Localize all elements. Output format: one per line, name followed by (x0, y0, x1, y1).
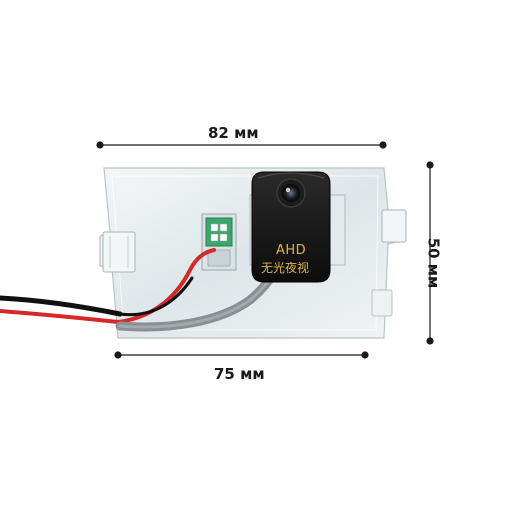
bottom-dimension-line (114, 351, 369, 359)
top-width-label: 82 мм (208, 124, 259, 142)
right-dimension-line (426, 161, 434, 345)
camera-body (251, 171, 331, 283)
height-label: 50 мм (424, 237, 443, 289)
camera-lens (276, 178, 306, 208)
led-board (201, 213, 237, 271)
bottom-width-label: 75 мм (214, 365, 265, 383)
camera-badge: AHD (276, 243, 307, 258)
camera-subtitle: 无光夜视 (261, 261, 310, 275)
top-dimension-line (96, 141, 387, 149)
